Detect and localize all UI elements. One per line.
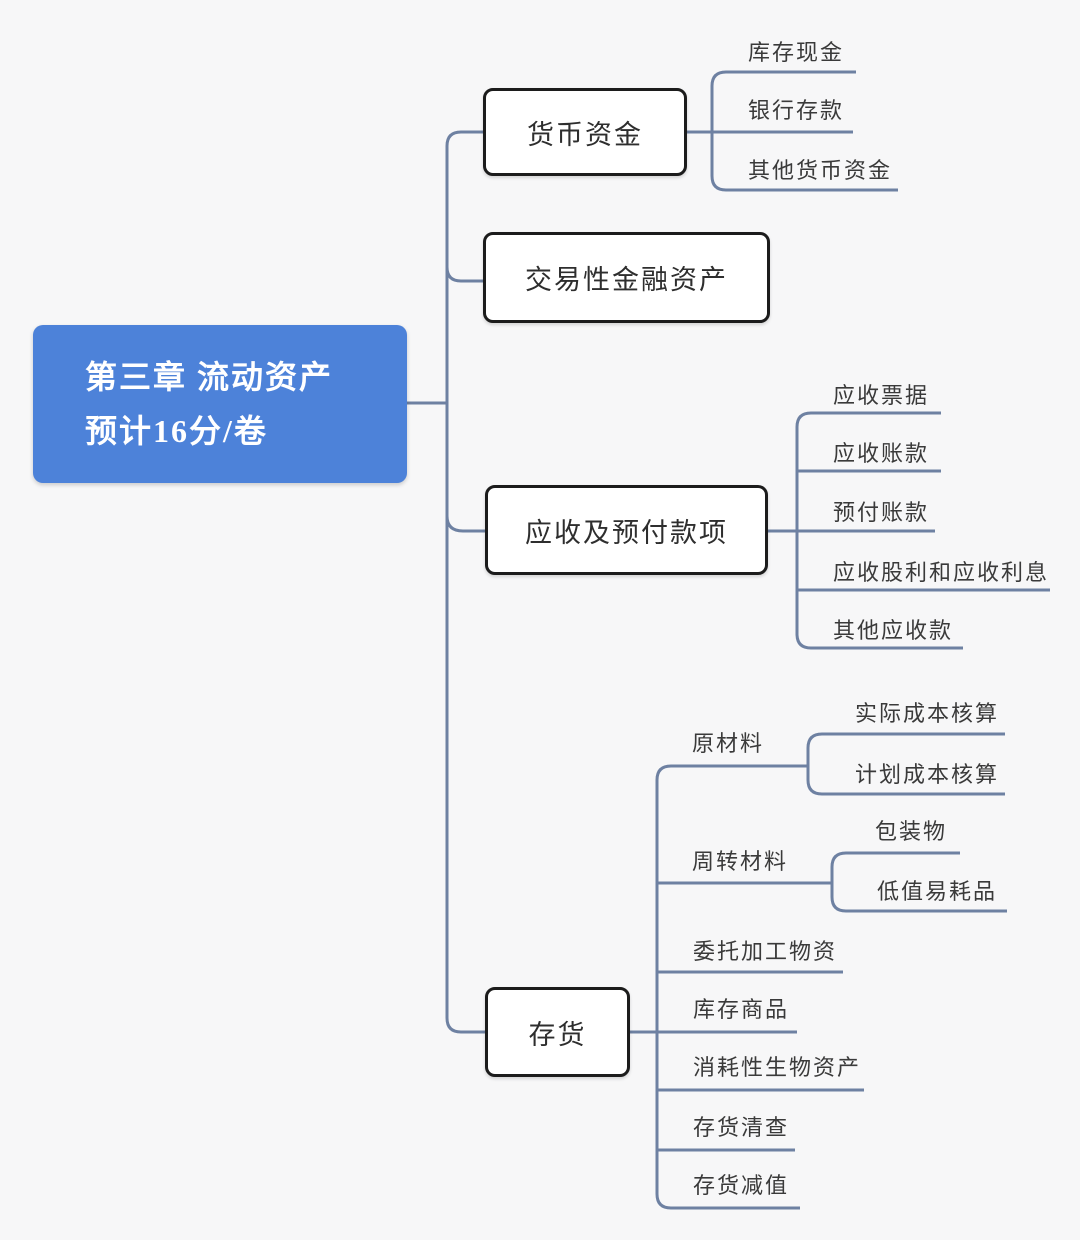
- node-monetary-funds[interactable]: 货币资金: [483, 88, 687, 176]
- node-other-receivables[interactable]: 其他应收款: [833, 618, 954, 643]
- tap-trading: [445, 266, 483, 283]
- node-raw-materials[interactable]: 原材料: [692, 731, 765, 756]
- node-actual-cost-accounting[interactable]: 实际成本核算: [855, 701, 1000, 726]
- node-inventory[interactable]: 存货: [485, 987, 630, 1077]
- node-consigned-processing-materials[interactable]: 委托加工物资: [693, 939, 838, 964]
- node-dividends-and-interest-receivable[interactable]: 应收股利和应收利息: [833, 560, 1050, 585]
- tap-receivables-box: [445, 515, 485, 533]
- root-title-line2: 预计16分/卷: [85, 413, 268, 449]
- node-trading-financial-assets-label: 交易性金融资产: [525, 265, 728, 295]
- node-cash-on-hand[interactable]: 库存现金: [748, 40, 845, 65]
- trunk-main: [445, 130, 485, 1034]
- node-low-value-consumables[interactable]: 低值易耗品: [877, 879, 998, 904]
- node-monetary-funds-label: 货币资金: [527, 119, 643, 150]
- node-inventory-impairment[interactable]: 存货减值: [693, 1173, 790, 1198]
- node-inventory-check[interactable]: 存货清查: [693, 1115, 790, 1140]
- node-revolving-materials[interactable]: 周转材料: [692, 849, 789, 874]
- node-trading-financial-assets[interactable]: 交易性金融资产: [483, 232, 770, 323]
- node-planned-cost-accounting[interactable]: 计划成本核算: [855, 762, 1000, 787]
- node-accounts-receivable[interactable]: 应收账款: [833, 441, 930, 466]
- root-title-line1: 第三章 流动资产: [85, 359, 334, 395]
- node-bank-deposits[interactable]: 银行存款: [748, 98, 845, 123]
- node-notes-receivable[interactable]: 应收票据: [833, 383, 930, 408]
- node-prepaid-accounts[interactable]: 预付账款: [833, 500, 930, 525]
- node-goods-in-stock[interactable]: 库存商品: [693, 997, 790, 1022]
- node-inventory-label: 存货: [528, 1019, 587, 1050]
- node-packaging-materials[interactable]: 包装物: [875, 819, 948, 844]
- node-consumable-biological-assets[interactable]: 消耗性生物资产: [693, 1055, 862, 1080]
- trunk-inventory: [655, 764, 808, 1210]
- root-node-chapter3-current-assets[interactable]: 第三章 流动资产 预计16分/卷: [33, 325, 407, 483]
- node-other-monetary-funds[interactable]: 其他货币资金: [748, 158, 893, 183]
- node-receivables-and-prepayments-label: 应收及预付款项: [525, 517, 728, 548]
- node-receivables-and-prepayments[interactable]: 应收及预付款项: [485, 485, 768, 575]
